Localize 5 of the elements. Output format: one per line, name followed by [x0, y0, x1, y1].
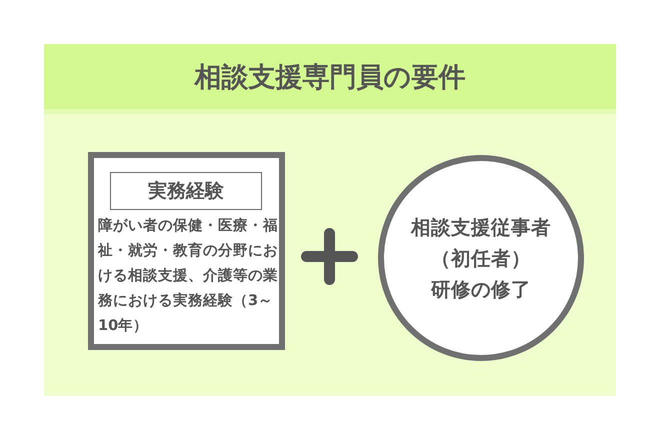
diagram-title: 相談支援専門員の要件: [194, 60, 466, 94]
section-heading: 実務経験: [110, 172, 262, 210]
description-text: 障がい者の保健・医療・福祉・就労・教育の分野における相談支援、介護等の業務における実務経験（3～10年）: [98, 216, 278, 336]
requirement-text: 相談支援従事者（初任者）研修の修了: [410, 214, 552, 302]
requirement-card: [88, 152, 285, 350]
